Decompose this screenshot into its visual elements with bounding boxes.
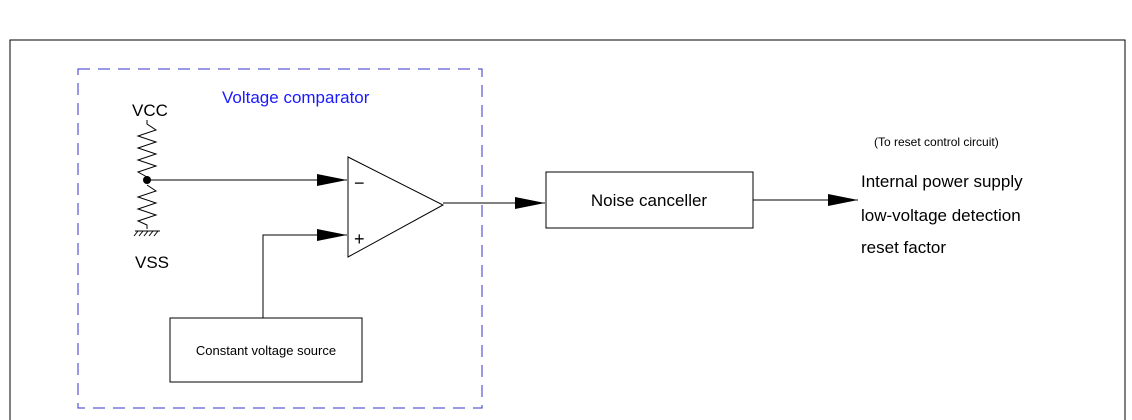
resistor-lower — [136, 184, 158, 229]
resistor-upper — [136, 120, 158, 178]
opamp-minus-sign: − — [354, 173, 365, 193]
comparator-opamp — [347, 156, 445, 258]
noise-canceller-label: Noise canceller — [591, 191, 708, 210]
ground-icon — [133, 230, 160, 237]
opamp-plus-sign: + — [354, 229, 365, 249]
constant-voltage-source-label: Constant voltage source — [196, 343, 336, 358]
vcc-label: VCC — [132, 101, 168, 120]
output-label-line2: low-voltage detection — [861, 206, 1021, 225]
output-label-line1: Internal power supply — [861, 172, 1023, 191]
outer-frame — [9, 39, 1126, 420]
constant-voltage-source-box — [169, 317, 363, 383]
output-destination-note: (To reset control circuit) — [874, 135, 999, 149]
wire-source-to-plus — [262, 229, 347, 318]
comparator-region — [77, 68, 483, 409]
output-label-line3: reset factor — [861, 238, 946, 257]
comparator-title: Voltage comparator — [222, 88, 370, 107]
vss-label: VSS — [135, 253, 169, 272]
noise-canceller-box — [545, 171, 754, 229]
